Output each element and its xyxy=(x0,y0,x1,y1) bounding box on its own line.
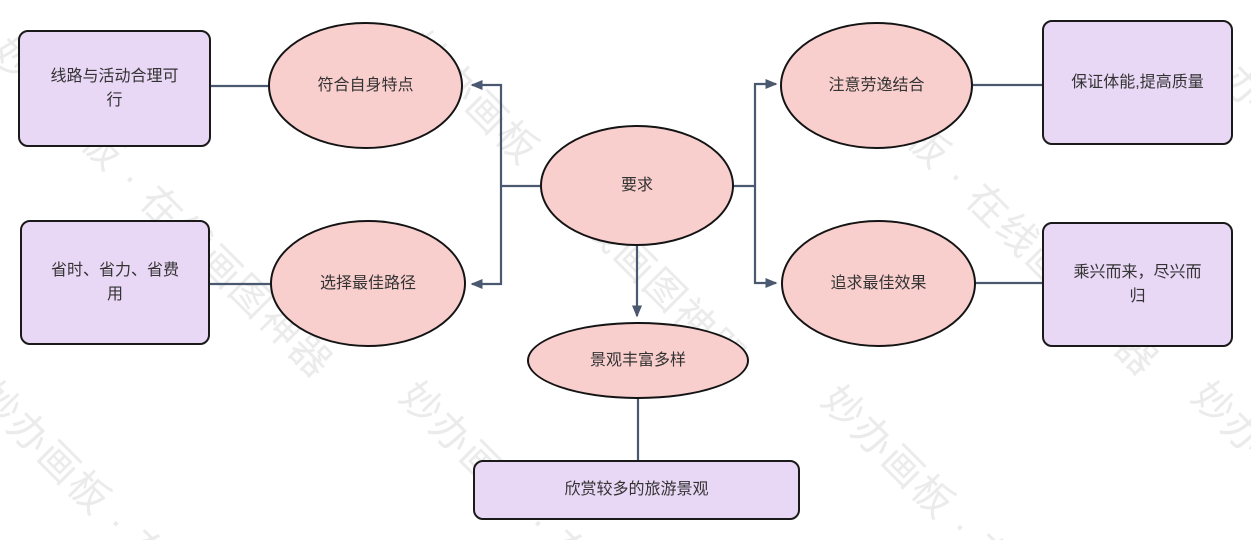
edge-center-to-choose-best-route xyxy=(470,186,503,289)
node-fit-own-traits[interactable]: 符合自身特点 xyxy=(268,22,463,149)
node-pursue-best-effect[interactable]: 追求最佳效果 xyxy=(781,220,976,347)
node-ensure-stamina-quality[interactable]: 保证体能,提高质量 xyxy=(1042,20,1233,145)
node-choose-best-route[interactable]: 选择最佳路径 xyxy=(270,220,466,347)
node-work-rest-balance[interactable]: 注意劳逸结合 xyxy=(780,22,973,149)
node-come-return-with-joy[interactable]: 乘兴而来，尽兴而 归 xyxy=(1042,222,1233,347)
node-enjoy-more-sights[interactable]: 欣赏较多的旅游景观 xyxy=(473,460,800,520)
node-requirement-center[interactable]: 要求 xyxy=(540,125,734,246)
edge-center-to-work-rest-balance xyxy=(753,79,778,186)
node-rich-varied-scenery[interactable]: 景观丰富多样 xyxy=(527,322,749,399)
edge-center-to-fit-own-traits xyxy=(470,80,503,186)
node-save-time-effort-cost[interactable]: 省时、省力、省费 用 xyxy=(20,220,210,345)
edge-center-to-pursue-best-effect xyxy=(753,186,778,288)
node-route-activity-feasible[interactable]: 线路与活动合理可 行 xyxy=(18,30,211,147)
